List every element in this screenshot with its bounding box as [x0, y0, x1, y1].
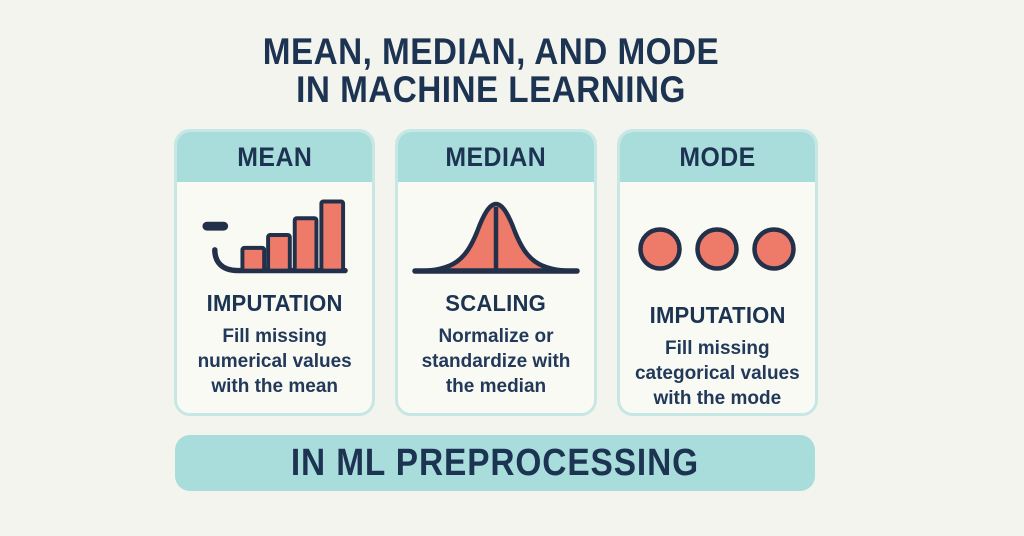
card-median-desc-line3: the median: [445, 376, 547, 397]
card-mode-icon-box: [620, 186, 815, 300]
card-mode-header: MODE: [619, 132, 815, 182]
card-mean-description: Fill missing numerical values with the m…: [177, 324, 372, 399]
card-mode-desc-line1: Fill missing: [665, 338, 770, 359]
card-mean-header: MEAN: [177, 132, 373, 182]
three-circles-icon: [638, 227, 797, 271]
card-median-desc-line2: standardize with: [421, 351, 571, 372]
bottom-banner-label: IN ML PREPROCESSING: [290, 441, 700, 484]
cards-row: MEAN IMPUTATION Fill missing numerical v…: [174, 129, 818, 416]
page-title-line2: IN MACHINE LEARNING: [296, 69, 686, 110]
card-median-icon-box: [398, 186, 593, 288]
card-mean-desc-line3: with the mean: [211, 376, 338, 397]
card-median-desc-line1: Normalize or: [438, 326, 554, 347]
bell-curve-icon: [412, 201, 580, 274]
card-mode-desc-line2: categorical values: [634, 363, 800, 384]
page-title-line1: MEAN, MEDIAN, AND MODE: [262, 31, 720, 72]
card-mode-description: Fill missing categorical values with the…: [620, 336, 815, 411]
card-median: MEDIAN SCALING Normalize or standardize …: [395, 129, 597, 416]
card-mode-title: MODE: [679, 141, 756, 172]
card-mode: MODE IMPUTATION Fill missing categorical…: [616, 129, 818, 416]
page-title: MEAN, MEDIAN, AND MODE IN MACHINE LEARNI…: [49, 33, 933, 109]
card-median-subtitle: SCALING: [445, 290, 547, 316]
bar-chart-icon: [202, 199, 348, 274]
card-median-title: MEDIAN: [445, 141, 547, 172]
card-mean-subtitle: IMPUTATION: [206, 290, 343, 316]
card-mean-desc-line2: numerical values: [197, 351, 352, 372]
card-mean-title: MEAN: [237, 141, 313, 172]
card-median-header: MEDIAN: [398, 132, 594, 182]
card-mean-icon-box: [177, 186, 372, 288]
card-mode-desc-line3: with the mode: [653, 388, 782, 409]
card-mode-subtitle: IMPUTATION: [649, 302, 786, 328]
bottom-banner: IN ML PREPROCESSING: [175, 435, 815, 491]
card-median-description: Normalize or standardize with the median: [398, 324, 593, 399]
card-mean-desc-line1: Fill missing: [222, 326, 327, 347]
card-mean: MEAN IMPUTATION Fill missing numerical v…: [174, 129, 376, 416]
